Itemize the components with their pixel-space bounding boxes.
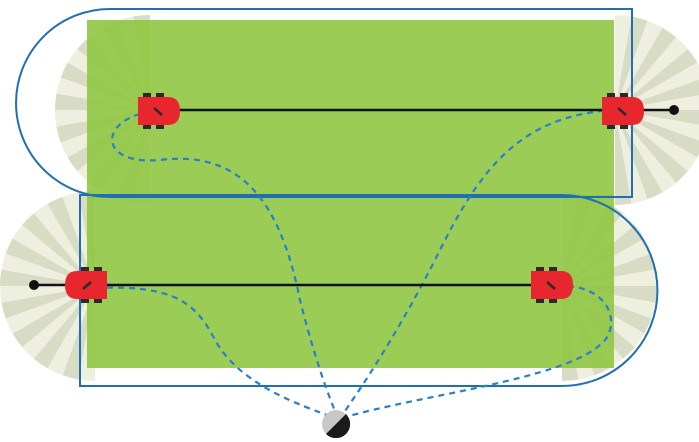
track-endpoint-icon (669, 105, 679, 115)
mower-robot-icon (65, 267, 107, 303)
base-station-icon (322, 410, 350, 438)
mower-robot-icon (602, 93, 644, 129)
mower-robot-icon (531, 267, 573, 303)
mower-robot-icon (138, 93, 180, 129)
track-endpoint-icon (29, 280, 39, 290)
